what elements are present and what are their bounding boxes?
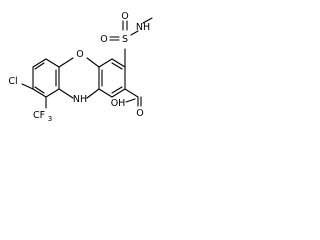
bond [86,88,100,99]
carboxyl-oh-label: OH [111,98,126,109]
atom-labels: O NH Cl CF 3 S O O NH OH O [8,11,150,123]
chemical-structure: O NH Cl CF 3 S O O NH OH O [8,11,153,123]
bond [34,86,45,94]
bond [111,88,126,98]
bond [111,86,123,94]
structure-canvas: O NH Cl CF 3 S O O NH OH O [0,0,160,149]
bond [58,88,74,99]
bonds [21,17,153,109]
bridge-oxygen-label: O [76,49,83,60]
bond [32,88,47,98]
sulfonyl-oxygen-left-label: O [100,34,107,45]
bond [86,57,100,68]
bridge-nh-label: NH [73,94,87,105]
trifluoromethyl-subscript: 3 [48,115,52,123]
chlorine-label: Cl [8,76,17,87]
bond [98,88,113,98]
sulfur-label: S [122,34,128,45]
bond [130,30,139,36]
bond [111,58,126,68]
trifluoromethyl-label: CF [33,110,45,121]
bond [45,58,60,68]
bond [124,88,139,98]
bond [32,58,47,68]
bond [98,58,113,68]
bond [34,62,45,70]
bond [45,88,60,98]
bond [125,98,136,103]
carbonyl-oxygen-label: O [136,108,143,119]
sulfonyl-oxygen-top-label: O [121,11,128,22]
bond [21,83,34,90]
bond [142,17,153,24]
bond [58,57,74,68]
sulfonamide-nh-label: NH [136,22,150,33]
bond [111,62,123,70]
